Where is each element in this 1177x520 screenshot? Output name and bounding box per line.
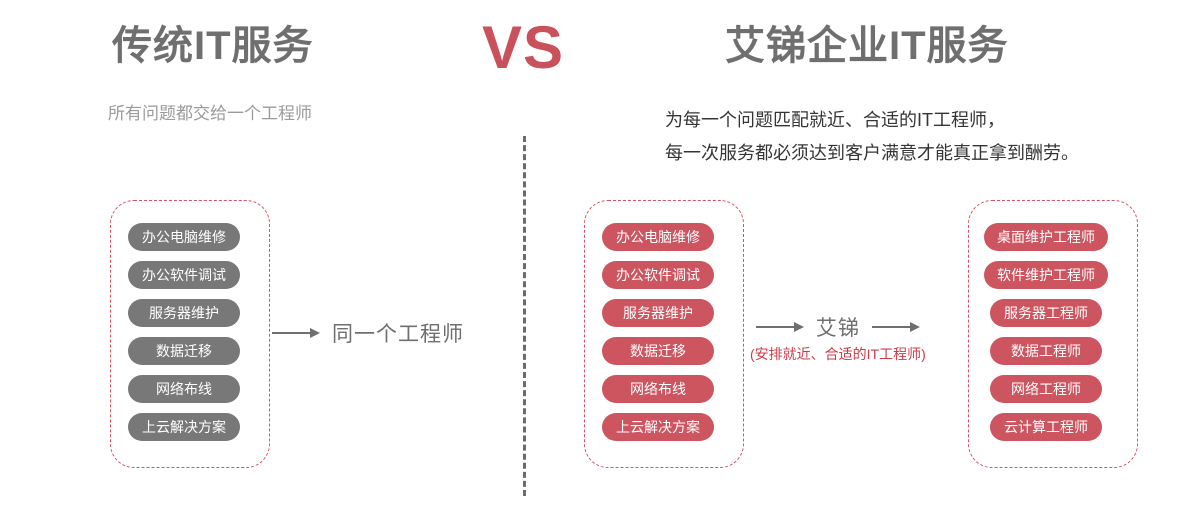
vs-badge: VS [481, 14, 565, 81]
list-item[interactable]: 办公软件调试 [128, 261, 240, 289]
list-item[interactable]: 网络布线 [128, 375, 240, 403]
right-services-group-box [584, 200, 744, 468]
right-connector-arrow-row: 艾锑 [755, 312, 920, 342]
list-item[interactable]: 数据迁移 [602, 337, 714, 365]
right-panel-subtitle: 为每一个问题匹配就近、合适的IT工程师， 每一次服务都必须达到客户满意才能真正拿… [665, 104, 1079, 171]
right-connector: 艾锑 (安排就近、合适的IT工程师) [750, 312, 926, 364]
list-item[interactable]: 服务器维护 [602, 299, 714, 327]
list-item[interactable]: 数据工程师 [990, 337, 1102, 365]
left-connector: 同一个工程师 [272, 318, 464, 348]
left-panel-title: 传统IT服务 [112, 24, 314, 68]
right-subtitle-line-1: 为每一个问题匹配就近、合适的IT工程师， [665, 110, 1005, 130]
list-item[interactable]: 服务器工程师 [990, 299, 1102, 327]
list-item[interactable]: 服务器维护 [128, 299, 240, 327]
list-item[interactable]: 桌面维护工程师 [984, 223, 1108, 251]
list-item[interactable]: 办公电脑维修 [602, 223, 714, 251]
list-item[interactable]: 办公软件调试 [602, 261, 714, 289]
panel-divider [523, 136, 526, 496]
engineers-group-box [968, 200, 1138, 468]
list-item[interactable]: 办公电脑维修 [128, 223, 240, 251]
right-subtitle-line-2: 每一次服务都必须达到客户满意才能真正拿到酬劳。 [665, 143, 1079, 164]
right-connector-note: (安排就近、合适的IT工程师) [750, 346, 926, 362]
list-item[interactable]: 数据迁移 [128, 337, 240, 365]
left-services-group-box [110, 200, 270, 468]
right-services-list: 办公电脑维修 办公软件调试 服务器维护 数据迁移 网络布线 上云解决方案 [602, 223, 714, 441]
list-item[interactable]: 上云解决方案 [602, 413, 714, 441]
left-services-list: 办公电脑维修 办公软件调试 服务器维护 数据迁移 网络布线 上云解决方案 [128, 223, 240, 441]
left-connector-label: 同一个工程师 [332, 323, 464, 346]
right-connector-label: 艾锑 [815, 317, 860, 340]
right-panel-title: 艾锑企业IT服务 [725, 24, 1009, 68]
list-item[interactable]: 上云解决方案 [128, 413, 240, 441]
list-item[interactable]: 软件维护工程师 [984, 261, 1108, 289]
list-item[interactable]: 网络布线 [602, 375, 714, 403]
arrow-right-icon [755, 322, 804, 332]
engineers-list: 桌面维护工程师 软件维护工程师 服务器工程师 数据工程师 网络工程师 云计算工程… [984, 223, 1108, 441]
left-panel-subtitle: 所有问题都交给一个工程师 [108, 104, 312, 123]
arrow-right-icon [272, 328, 320, 338]
arrow-right-icon [871, 322, 920, 332]
list-item[interactable]: 网络工程师 [990, 375, 1102, 403]
list-item[interactable]: 云计算工程师 [990, 413, 1102, 441]
